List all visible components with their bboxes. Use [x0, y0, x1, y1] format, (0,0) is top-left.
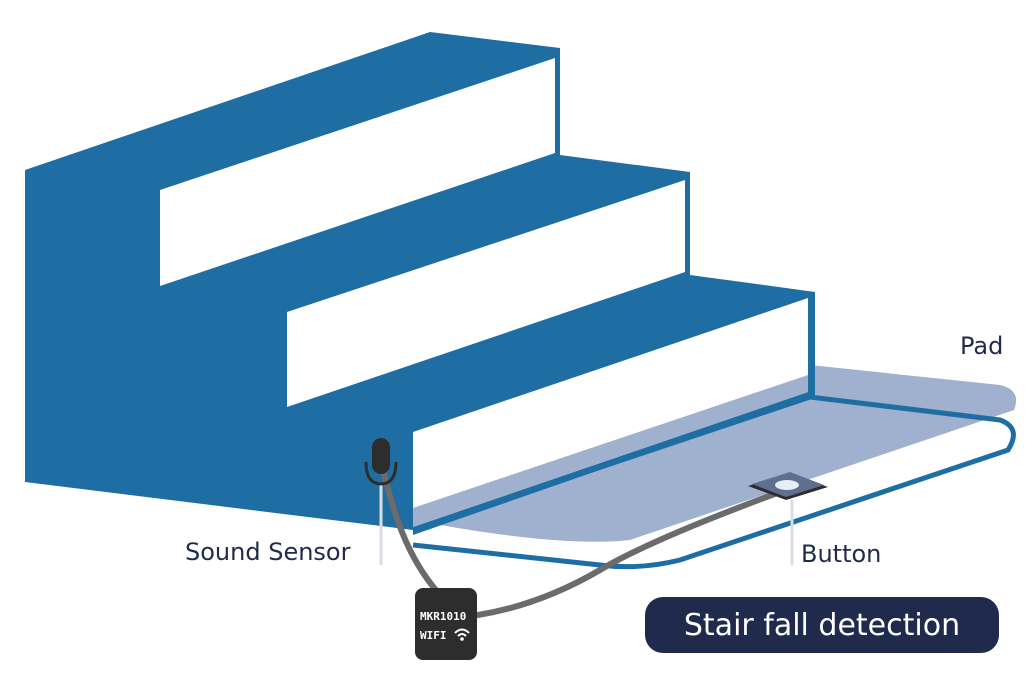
sound-sensor-label: Sound Sensor — [185, 538, 351, 566]
riser-middle — [287, 180, 685, 407]
floor-outline — [412, 394, 1016, 570]
mkr1010-device: MKR1010 WIFI — [415, 588, 477, 660]
button-label: Button — [801, 540, 882, 568]
wifi-icon — [454, 628, 470, 641]
pad — [413, 375, 808, 527]
riser-top — [160, 58, 555, 286]
pad-button-icon — [748, 472, 828, 500]
sensor-cable — [380, 467, 448, 603]
button-cable — [475, 489, 783, 618]
pad-label: Pad — [960, 332, 1004, 360]
title-badge: Stair fall detection — [645, 597, 999, 653]
riser-bottom — [413, 298, 808, 527]
pad-shadow — [413, 365, 1017, 542]
microphone-icon — [364, 438, 398, 486]
device-model-text: MKR1010 — [420, 610, 467, 623]
device-wifi-text: WIFI — [420, 629, 447, 642]
